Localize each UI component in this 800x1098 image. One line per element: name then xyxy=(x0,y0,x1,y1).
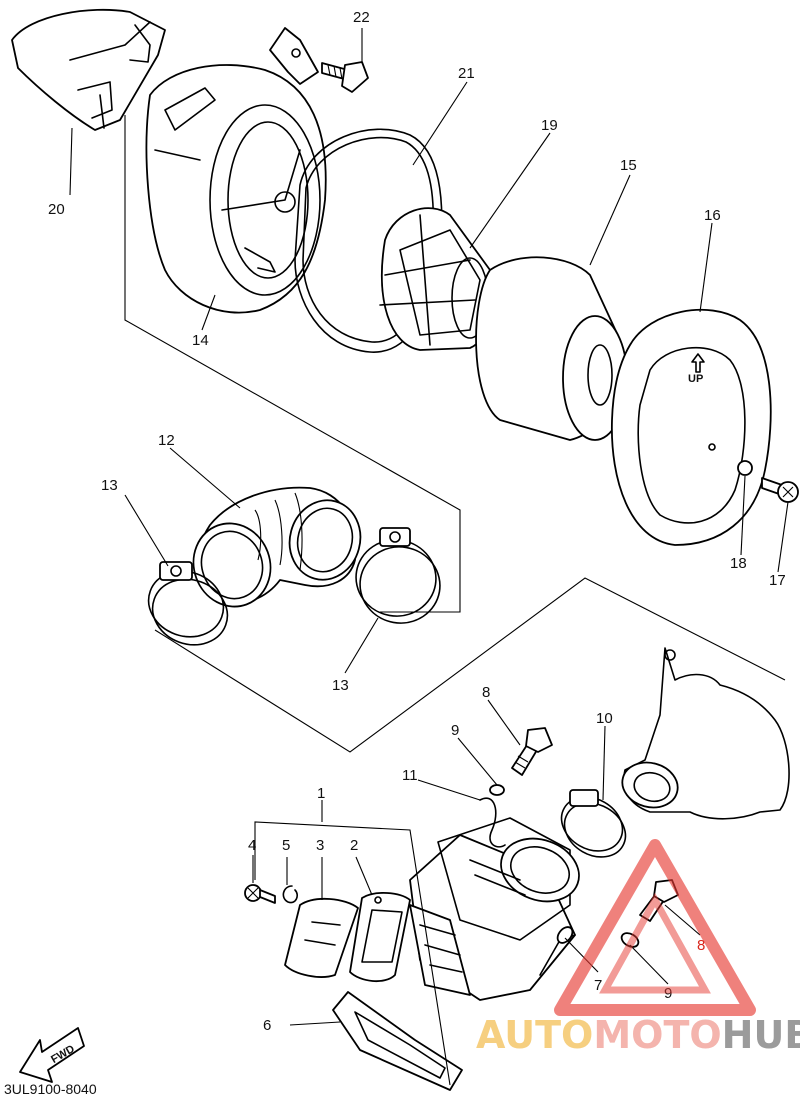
part-12-joint xyxy=(192,486,362,608)
part-18-washer xyxy=(737,460,753,476)
part-20-intake-duct xyxy=(11,9,166,131)
callout-15: 15 xyxy=(620,157,637,174)
callout-5: 5 xyxy=(282,837,290,854)
part-14-air-filter-case xyxy=(145,64,327,314)
part-8-bolt-upper xyxy=(511,727,553,776)
callout-13b: 13 xyxy=(332,677,349,694)
part-22-bolt xyxy=(321,61,369,93)
svg-text:AUTOMOTOHUB: AUTOMOTOHUB xyxy=(476,1013,800,1057)
part-4-screw xyxy=(244,884,276,904)
part-13-clamp-left xyxy=(147,561,229,646)
part-15-filter-element xyxy=(475,256,628,441)
part-13-clamp-right xyxy=(355,527,441,624)
part-2-reed-plate xyxy=(349,892,411,982)
callout-labels: 22 21 19 15 16 20 14 12 13 13 18 17 8 9 … xyxy=(48,9,786,1034)
watermark-part2: MOTO xyxy=(593,1013,721,1057)
part-code: 3UL9100-8040 xyxy=(4,1081,97,1097)
leader-lines xyxy=(69,28,789,1026)
callout-3: 3 xyxy=(316,837,324,854)
callout-13a: 13 xyxy=(101,477,118,494)
callout-20: 20 xyxy=(48,201,65,218)
part-10-clamp xyxy=(560,789,627,858)
part-1-reed-valve-assembly xyxy=(409,817,580,1001)
callout-7: 7 xyxy=(594,977,602,994)
part-11-clip xyxy=(479,797,506,848)
fwd-arrow-icon: FWD xyxy=(19,1027,85,1083)
carburetor-outline xyxy=(621,647,790,820)
callout-6: 6 xyxy=(263,1017,271,1034)
callout-21: 21 xyxy=(458,65,475,82)
callout-18: 18 xyxy=(730,555,747,572)
callout-10: 10 xyxy=(596,710,613,727)
callout-14: 14 xyxy=(192,332,209,349)
part-16-case-cover: UP xyxy=(611,308,772,546)
watermark-part1: AUTO xyxy=(476,1013,593,1057)
part-5-washer xyxy=(282,885,298,904)
callout-9-upper: 9 xyxy=(451,722,459,739)
callout-19: 19 xyxy=(541,117,558,134)
part-9-washer-upper xyxy=(489,784,505,796)
assembly-bracket-middle xyxy=(154,577,786,753)
callout-4: 4 xyxy=(248,837,256,854)
part-3-stopper xyxy=(284,897,359,978)
part-6-gasket xyxy=(332,991,463,1091)
part-17-screw xyxy=(761,477,799,503)
callout-22: 22 xyxy=(353,9,370,26)
callout-12: 12 xyxy=(158,432,175,449)
callout-8-upper: 8 xyxy=(482,684,490,701)
up-arrow-label: UP xyxy=(688,373,703,385)
part-19-filter-guide xyxy=(379,207,495,351)
assembly-bracket-lower xyxy=(254,821,451,1086)
watermark-triangle-icon xyxy=(554,839,756,1016)
callout-16: 16 xyxy=(704,207,721,224)
callout-8-lower: 8 xyxy=(697,937,705,954)
watermark-logo: AUTOMOTOHUB xyxy=(476,839,800,1057)
callout-2: 2 xyxy=(350,837,358,854)
callout-11: 11 xyxy=(402,767,418,784)
watermark-part3: HUB xyxy=(722,1013,800,1057)
callout-17: 17 xyxy=(769,572,786,589)
callout-1: 1 xyxy=(317,785,325,802)
assembly-bracket-upper xyxy=(124,115,461,613)
